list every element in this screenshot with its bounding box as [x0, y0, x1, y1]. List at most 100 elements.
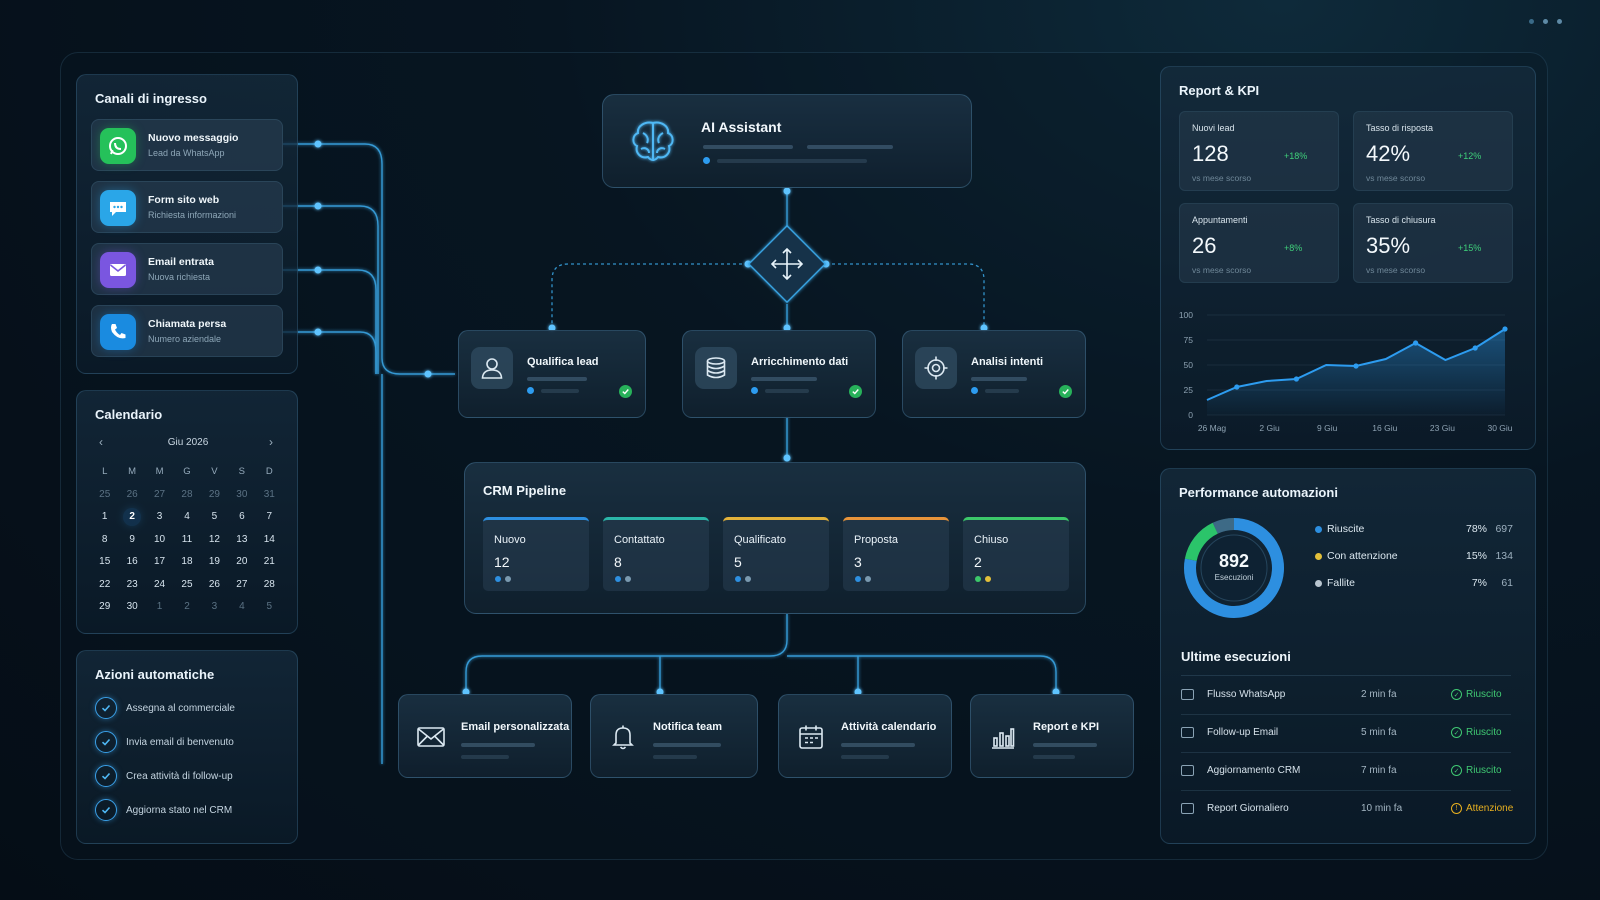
calendar-day-selected[interactable]: 2 — [118, 508, 145, 527]
calendar-day[interactable]: 1 — [101, 511, 108, 522]
prev-month-button[interactable]: ‹ — [99, 435, 103, 449]
weekday-label: V — [211, 466, 218, 477]
calendar-day[interactable]: 17 — [154, 556, 166, 567]
router-diamond — [747, 224, 827, 304]
status-dots — [975, 576, 991, 582]
azione-label: Crea attività di follow-up — [126, 770, 233, 782]
warning-circle-icon: ! — [1451, 803, 1462, 814]
output-title: Attività calendario — [841, 721, 937, 733]
calendar-day[interactable]: 30 — [126, 601, 138, 612]
x-tick-label: 26 Mag — [1198, 423, 1227, 433]
kpi-note: vs mese scorso — [1192, 173, 1252, 183]
azione-item[interactable]: Assegna al commerciale — [95, 697, 235, 719]
calendar-day[interactable]: 27 — [236, 578, 248, 590]
azione-item[interactable]: Invia email di benvenuto — [95, 731, 234, 753]
calendar-day[interactable]: 5 — [266, 601, 273, 612]
calendar-day[interactable]: 15 — [99, 556, 111, 567]
calendar-day[interactable]: 7 — [266, 511, 273, 522]
calendar-day[interactable]: 13 — [236, 533, 248, 545]
calendar-day[interactable]: 25 — [181, 578, 193, 590]
azione-label: Invia email di benvenuto — [126, 736, 234, 748]
calendar-day[interactable]: 11 — [181, 533, 193, 545]
calendar-day[interactable]: 8 — [101, 533, 108, 545]
kpi-value: 128 — [1192, 141, 1229, 166]
calendar-day[interactable]: 25 — [99, 488, 111, 500]
process-node[interactable]: Analisi intenti — [902, 330, 1086, 418]
calendar-day[interactable]: 28 — [181, 488, 193, 500]
x-tick-label: 23 Giu — [1430, 423, 1455, 433]
calendar-day[interactable]: 6 — [239, 511, 245, 522]
calendar-day[interactable]: 18 — [181, 556, 193, 567]
execution-status-label: Attenzione — [1466, 803, 1514, 814]
calendar-day[interactable]: 9 — [129, 533, 135, 545]
check-circle-icon — [95, 799, 117, 821]
status-dots — [735, 576, 751, 582]
calendar-day[interactable]: 26 — [126, 488, 138, 500]
calendar-day[interactable]: 29 — [208, 488, 220, 500]
calendar-day[interactable]: 2 — [184, 601, 190, 612]
calendar-day[interactable]: 5 — [211, 511, 218, 522]
execution-name: Aggiornamento CRM — [1207, 765, 1301, 776]
calendar-day[interactable]: 20 — [236, 556, 248, 567]
calendar-day[interactable]: 3 — [156, 511, 163, 522]
next-month-button[interactable]: › — [269, 435, 273, 449]
output-node[interactable]: Notifica team — [590, 694, 758, 778]
calendar-day[interactable]: 23 — [126, 578, 138, 590]
calendar-day[interactable]: 28 — [263, 578, 275, 590]
calendar-day[interactable]: 3 — [211, 601, 218, 612]
canale-title: Nuovo messaggio — [148, 132, 239, 144]
process-node[interactable]: Arricchimento dati — [682, 330, 876, 418]
calendar-icon — [793, 719, 829, 755]
azione-item[interactable]: Aggiorna stato nel CRM — [95, 799, 232, 821]
process-node[interactable]: Qualifica lead — [458, 330, 646, 418]
calendar-day[interactable]: 4 — [184, 511, 190, 522]
output-node[interactable]: Attività calendario — [778, 694, 952, 778]
calendar-day[interactable]: 12 — [208, 533, 220, 545]
execution-time: 7 min fa — [1361, 765, 1397, 776]
calendar-day[interactable]: 29 — [99, 601, 111, 612]
kpi-delta: +12% — [1458, 151, 1482, 161]
calendar-day[interactable]: 31 — [263, 488, 275, 500]
calendar-day[interactable]: 27 — [154, 488, 166, 500]
calendar-day[interactable]: 16 — [126, 556, 138, 567]
calendar-day[interactable]: 21 — [263, 556, 275, 567]
calendar-day[interactable]: 24 — [154, 578, 166, 590]
output-node[interactable]: Report e KPI — [970, 694, 1134, 778]
donut-slice — [1212, 518, 1235, 534]
kpi-label: Tasso di chiusura — [1366, 215, 1436, 225]
calendar-day[interactable]: 30 — [236, 488, 248, 500]
execution-name: Follow-up Email — [1207, 727, 1279, 738]
calendar-day[interactable]: 26 — [208, 578, 220, 590]
calendar-day[interactable]: 22 — [99, 578, 111, 590]
azione-item[interactable]: Crea attività di follow-up — [95, 765, 233, 787]
crm-stage-label: Chiuso — [974, 534, 1009, 546]
workflow-icon — [1181, 689, 1194, 700]
kpi-label: Appuntamenti — [1192, 215, 1248, 225]
calendar-day[interactable]: 10 — [154, 533, 166, 545]
calendar-day[interactable]: 4 — [239, 601, 245, 612]
calendar-day[interactable]: 14 — [263, 533, 275, 545]
calendar-day[interactable]: 1 — [156, 601, 163, 612]
calendar-day[interactable]: 19 — [208, 556, 220, 567]
window-dots — [1529, 19, 1562, 24]
process-title: Arricchimento dati — [751, 356, 849, 368]
output-node[interactable]: Email personalizzata — [398, 694, 572, 778]
ai-assistant-node[interactable]: AI Assistant — [602, 94, 972, 188]
